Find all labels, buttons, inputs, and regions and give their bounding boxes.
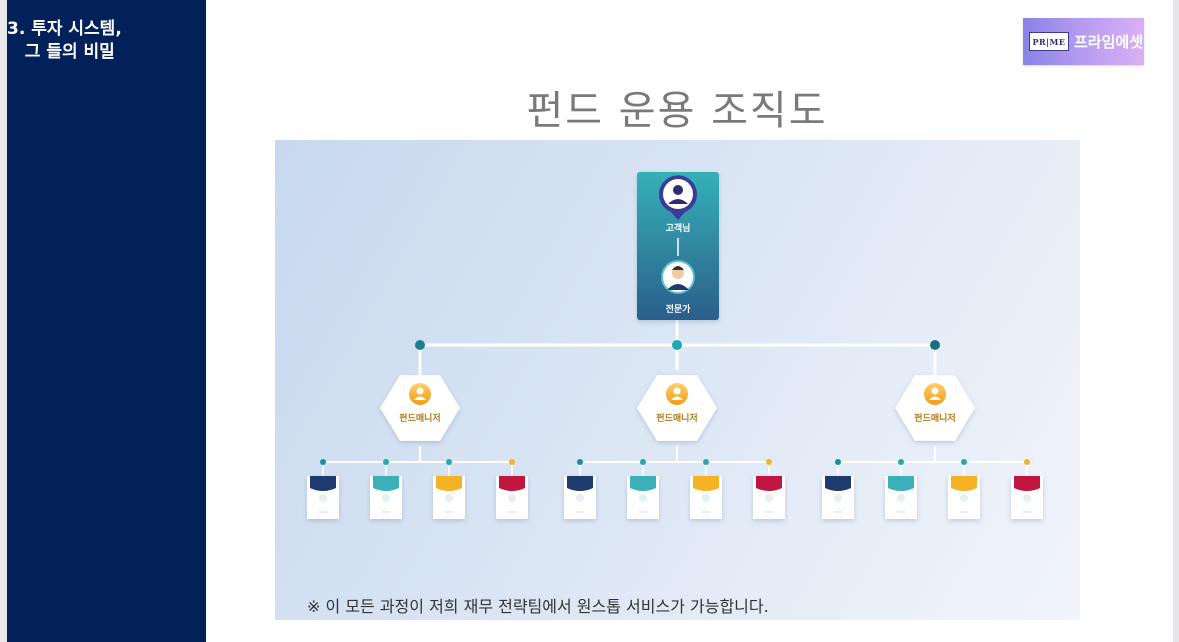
left-edge: [0, 0, 7, 642]
member-card: [690, 476, 722, 519]
manager-label: 펀드매니저: [914, 412, 955, 424]
member-card: [433, 476, 465, 519]
member-avatar-icon: [960, 494, 968, 502]
page-title: 펀드 운용 조직도: [526, 88, 828, 134]
manager-person-icon: [666, 383, 688, 405]
member-card-header: [951, 476, 977, 491]
junction-dot: [415, 340, 425, 350]
member-avatar-icon: [508, 494, 516, 502]
member-avatar-icon: [702, 494, 710, 502]
branch-dot: [320, 459, 326, 465]
member-card-header: [888, 476, 914, 491]
member-avatar-icon: [319, 494, 327, 502]
member-card-header: [693, 476, 719, 491]
member-avatar-icon: [897, 494, 905, 502]
junction-dots: [415, 340, 940, 350]
manager-person-icon: [409, 383, 431, 405]
branch-dot: [446, 459, 452, 465]
member-card-header: [436, 476, 462, 491]
company-logo: PR|ME 프라임에셋: [1023, 18, 1144, 65]
branch-dot: [898, 459, 904, 465]
member-card: [822, 476, 854, 519]
member-card: [627, 476, 659, 519]
member-card-header: [373, 476, 399, 491]
expert-avatar-icon: [661, 260, 695, 294]
manager-label: 펀드매니저: [399, 412, 440, 424]
fund-manager-node: 펀드매니저: [380, 375, 460, 441]
branch-dot: [509, 459, 515, 465]
manager-hexagon: [895, 375, 975, 441]
branch-dot: [766, 459, 772, 465]
branch-dot: [961, 459, 967, 465]
member-avatar-icon: [639, 494, 647, 502]
member-card-header: [825, 476, 851, 491]
junction-dot: [930, 340, 940, 350]
sidebar: [7, 0, 206, 642]
member-card: [948, 476, 980, 519]
member-avatar-icon: [765, 494, 773, 502]
member-avatar-icon: [382, 494, 390, 502]
member-card-header: [310, 476, 336, 491]
member-avatar-icon: [834, 494, 842, 502]
member-card-header: [567, 476, 593, 491]
member-avatar-icon: [445, 494, 453, 502]
manager-label: 펀드매니저: [656, 412, 697, 424]
member-card-header: [630, 476, 656, 491]
member-card-header: [756, 476, 782, 491]
branch-dot: [383, 459, 389, 465]
member-card-header: [499, 476, 525, 491]
manager-hexagon: [380, 375, 460, 441]
member-card: [564, 476, 596, 519]
member-card: [1011, 476, 1043, 519]
fund-manager-node: 펀드매니저: [895, 375, 975, 441]
manager-hexagon: [637, 375, 717, 441]
logo-mark: PR|ME: [1029, 32, 1069, 51]
expert-label: 전문가: [666, 303, 692, 315]
branch-dot: [835, 459, 841, 465]
manager-person-icon: [924, 383, 946, 405]
logo-name: 프라임에셋: [1074, 33, 1144, 51]
footnote: ※ 이 모든 과정이 저희 재무 전략팀에서 원스톱 서비스가 가능합니다.: [307, 597, 769, 616]
member-avatar-icon: [576, 494, 584, 502]
section-title: 3. 투자 시스템, 그 들의 비밀: [7, 19, 122, 62]
branch-dot: [640, 459, 646, 465]
branch-dot: [577, 459, 583, 465]
right-scroll-edge: [1173, 0, 1179, 642]
fund-manager-node: 펀드매니저: [637, 375, 717, 441]
member-card-header: [1014, 476, 1040, 491]
member-card: [370, 476, 402, 519]
client-avatar-icon: [659, 175, 698, 220]
branch-dot: [1024, 459, 1030, 465]
client-label: 고객님: [666, 222, 691, 234]
member-card: [496, 476, 528, 519]
member-card: [885, 476, 917, 519]
branch-dot: [703, 459, 709, 465]
junction-dot: [672, 340, 682, 350]
member-avatar-icon: [1023, 494, 1031, 502]
member-card: [753, 476, 785, 519]
member-card: [307, 476, 339, 519]
